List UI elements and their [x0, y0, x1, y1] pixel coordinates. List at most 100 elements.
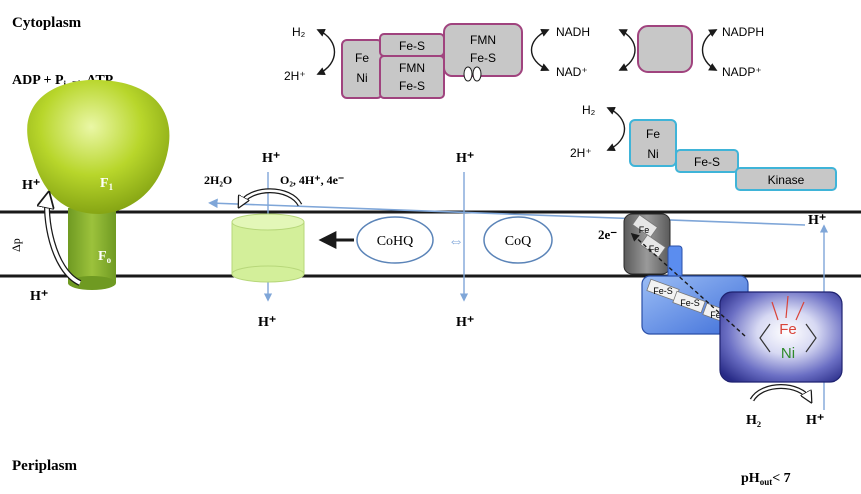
- f1-label: F1: [100, 176, 114, 192]
- ph-label: pHout< 7: [741, 471, 791, 487]
- rh-fe: Fe: [646, 127, 660, 141]
- ph-sub: out: [760, 477, 773, 487]
- mbh-active-fe: Fe: [779, 321, 797, 338]
- sh-nad: NAD⁺: [556, 65, 588, 79]
- sh-fes-top: Fe-S: [399, 39, 425, 53]
- fo-main: F: [98, 249, 107, 264]
- svg-text:pHout< 7: pHout< 7: [741, 471, 791, 487]
- atp-proton-out: H⁺: [30, 289, 48, 304]
- mbh-h2-arc-outline: [749, 384, 813, 402]
- oxidase-arc-outline: [237, 188, 303, 207]
- fo-label: Fo: [98, 249, 112, 265]
- fo-subunit: [68, 208, 116, 283]
- mbh-h2-arc-arrow: [750, 385, 810, 401]
- sh-nadph-link-arrow: [618, 29, 636, 71]
- rh-kinase-subunit: [735, 167, 837, 191]
- oxidase-proton-out: H⁺: [258, 315, 276, 330]
- mbh-h2: H₂: [746, 413, 761, 428]
- mbh-proton-out: H⁺: [806, 413, 824, 428]
- sh-feni-top: Fe: [355, 51, 369, 65]
- quinone-exchange-symbol: ⇔: [448, 233, 464, 250]
- mbh-fes-1: Fe-S: [653, 286, 673, 296]
- quinone-pool: CoHQ ⇔ CoQ H⁺ H⁺: [318, 151, 553, 330]
- sh-nadh: NADH: [556, 25, 590, 39]
- sh-link-oval-2: [472, 66, 482, 82]
- regulatory-hydrogenase: H₂ 2H⁺ Fe Ni Fe-S Kinase: [570, 103, 837, 191]
- oxidase-cylinder-top: [231, 213, 305, 231]
- sh-fes-right: Fe-S: [470, 51, 496, 65]
- atp-reaction-sub: i: [64, 79, 67, 89]
- rh-h2-arrow: [606, 106, 625, 152]
- mbh-ligand-2: [771, 301, 779, 321]
- sh-fmn-middle: FMN: [399, 61, 425, 75]
- quinone-ellipse: [483, 216, 553, 264]
- cytoplasm-label: Cytoplasm: [12, 15, 82, 31]
- mbh-cytb-fe-bottom: Fe: [649, 244, 660, 254]
- quinone-proton-out: H⁺: [456, 315, 474, 330]
- rh-fes: Fe-S: [694, 155, 720, 169]
- f1-head: [27, 79, 170, 215]
- sh-link-oval-1: [463, 66, 473, 82]
- soluble-hydrogenase: H₂ 2H⁺ Fe Ni Fe-S FMN Fe-S FMN Fe-S NADH…: [284, 23, 764, 99]
- mbh-bridge-left: [759, 323, 771, 353]
- quinol-label: CoHQ: [377, 234, 414, 249]
- mbh-heme-top: [631, 214, 659, 238]
- delta-p-label: Δp: [9, 238, 23, 252]
- mbh-fes-cluster-2: [672, 290, 706, 314]
- sh-nadph-arrow: [701, 29, 718, 71]
- sh-fmn-top: FMN: [470, 33, 496, 47]
- mbh-electron-arrow: [630, 232, 746, 337]
- mbh-large-subunit: [719, 291, 843, 383]
- oxidase-arc-arrow: [240, 189, 302, 205]
- ph-main: pH: [741, 471, 760, 486]
- periplasm-label: Periplasm: [12, 458, 77, 474]
- mbh-proton-in: H⁺: [808, 213, 826, 228]
- sh-feni-subunit: [341, 39, 383, 99]
- mbh-electrons: 2e⁻: [598, 227, 617, 242]
- f1-sub: 1: [109, 182, 114, 192]
- quinone-label: CoQ: [505, 234, 531, 249]
- fo-base: [68, 276, 116, 290]
- ph-tail: < 7: [772, 471, 790, 486]
- sh-nadh-arrow: [531, 28, 550, 72]
- mbh-active-ni: Ni: [781, 345, 795, 362]
- sh-protons: 2H⁺: [284, 69, 306, 83]
- oxidase-oxygen: O₂, 4H⁺, 4e⁻: [280, 173, 344, 187]
- proton-arc-arrow: [47, 196, 81, 285]
- rh-h2: H₂: [582, 103, 596, 117]
- rh-fes-subunit: [675, 149, 739, 173]
- oxidase-proton-in: H⁺: [262, 151, 280, 166]
- terminal-oxidase: H⁺ 2H₂O O₂, 4H⁺, 4e⁻ H⁺: [204, 151, 344, 330]
- f1-main: F: [100, 176, 109, 191]
- sh-feni-bottom: Ni: [356, 71, 367, 85]
- mbh-heme-bottom: [639, 234, 667, 258]
- rh-ni: Ni: [647, 147, 658, 161]
- mbh-bridge-right: [805, 323, 817, 353]
- rh-feni-subunit: [629, 119, 677, 167]
- quinone-proton-in: H⁺: [456, 151, 474, 166]
- oxidase-cylinder-bottom: [231, 265, 305, 283]
- sh-fmn-fes-subunit: [379, 55, 445, 99]
- atp-proton-in: H⁺: [22, 178, 40, 193]
- membrane-hydrogenase: H⁺ Fe Fe Fe-S Fe-S Fe-S Fe Ni 2e⁻ H₂ H⁺: [598, 213, 843, 428]
- sh-fmn-top-subunit: [443, 23, 523, 77]
- oxidase-water: 2H₂O: [204, 173, 232, 187]
- proton-flow-arrow: [208, 198, 806, 226]
- rh-kinase: Kinase: [768, 173, 805, 187]
- sh-h2-arrow: [316, 28, 335, 76]
- sh-nadp: NADP⁺: [722, 65, 762, 79]
- sh-nadph: NADPH: [722, 25, 764, 39]
- mbh-ligand-3: [795, 301, 805, 321]
- mbh-ligand-1: [785, 295, 789, 319]
- mbh-fes-2: Fe-S: [680, 298, 700, 308]
- atp-reaction-a: ADP + P: [12, 73, 64, 88]
- sh-fes-bottom: Fe-S: [399, 79, 425, 93]
- mbh-cytb-fe-top: Fe: [639, 225, 650, 235]
- rh-protons: 2H⁺: [570, 146, 592, 160]
- sh-h2: H₂: [292, 25, 306, 39]
- sh-nadph-subunit: [637, 25, 693, 73]
- quinol-ellipse: [356, 216, 434, 264]
- atp-synthase: ADP + Pi → ATP F1 Fo H⁺ H⁺ Δp: [9, 73, 170, 304]
